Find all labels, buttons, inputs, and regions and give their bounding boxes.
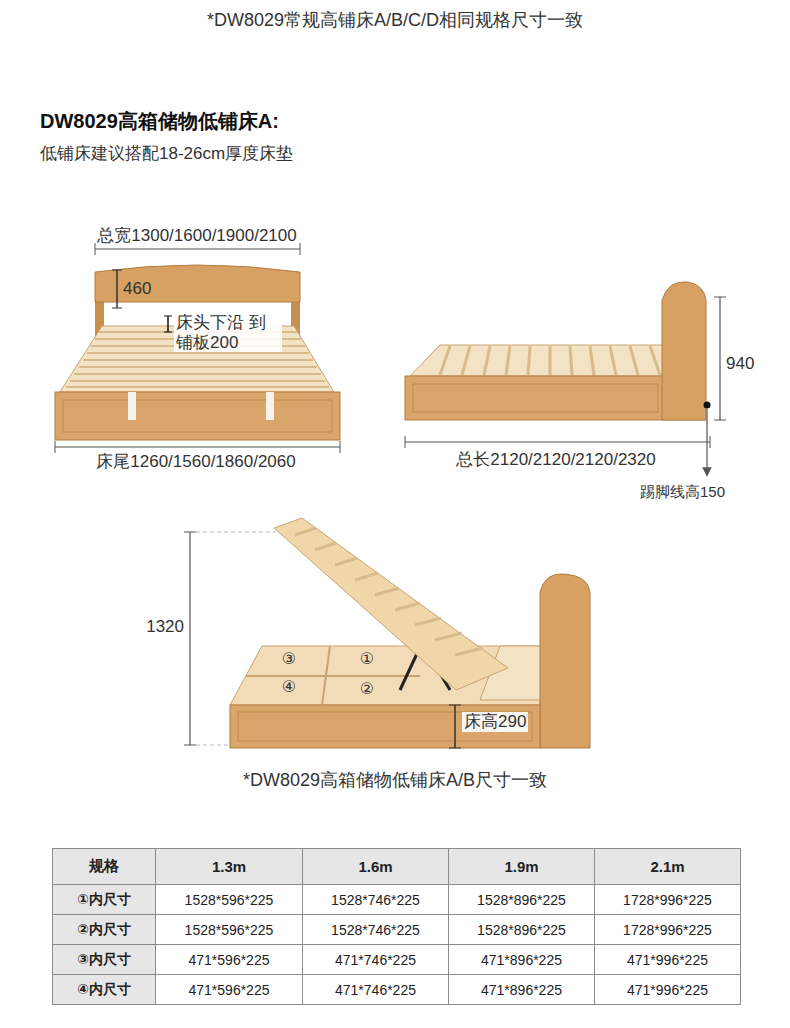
table-cell: 471*596*225: [155, 944, 303, 975]
table-value: ③内尺寸: [77, 951, 131, 969]
dimension: 床尾1260/1560/1860/2060: [96, 452, 295, 472]
table-value: ①内尺寸: [77, 891, 131, 909]
dimension: 床高290: [462, 712, 528, 732]
dimension-note: 床头下沿 到铺板200: [174, 313, 282, 352]
callout-number: ③: [280, 650, 298, 668]
table-value: 1528*896*225: [477, 892, 566, 908]
table-header: 规格: [89, 857, 119, 876]
table-cell: 1528*746*225: [302, 884, 449, 915]
table-header: 1.6m: [358, 858, 392, 875]
table-cell: 471*596*225: [155, 974, 303, 1005]
table-cell: 1728*996*225: [594, 914, 741, 945]
table-cell: 1528*896*225: [448, 884, 595, 915]
table-cell: ②内尺寸: [52, 914, 156, 945]
table-value: 471*746*225: [335, 952, 416, 968]
table-cell: 1528*596*225: [155, 884, 303, 915]
table-value: 471*596*225: [189, 952, 270, 968]
dimension: 460: [123, 279, 151, 299]
table-value: 1528*596*225: [185, 892, 274, 908]
dimension: 1320: [146, 617, 184, 637]
table-cell: 471*996*225: [594, 974, 741, 1005]
table-value: 471*996*225: [627, 982, 708, 998]
side-view: [405, 282, 726, 472]
table-value: 471*896*225: [481, 952, 562, 968]
table-value: 1728*996*225: [623, 922, 712, 938]
table-value: 471*996*225: [627, 952, 708, 968]
mattress-note: 低铺床建议搭配18-26cm厚度床垫: [40, 144, 293, 164]
table-cell: ③内尺寸: [52, 944, 156, 975]
table-value: 1728*996*225: [623, 892, 712, 908]
table-value: 471*596*225: [189, 982, 270, 998]
table-cell: 1528*746*225: [302, 914, 449, 945]
table-value: 471*746*225: [335, 982, 416, 998]
table-header: 1.9m: [504, 858, 538, 875]
storage-view: [184, 518, 590, 748]
table-value: 1528*596*225: [185, 922, 274, 938]
table-value: 1528*746*225: [331, 892, 420, 908]
width-dimension: 总宽1300/1600/1900/2100: [97, 226, 296, 246]
table-header: 1.3m: [212, 858, 246, 875]
table-cell: 471*896*225: [448, 944, 595, 975]
table-cell: 2.1m: [594, 848, 741, 885]
table-cell: 1.3m: [155, 848, 303, 885]
table-value: ④内尺寸: [77, 981, 131, 999]
table-cell: ④内尺寸: [52, 974, 156, 1005]
front-view: [55, 243, 340, 453]
table-cell: 471*896*225: [448, 974, 595, 1005]
table-cell: 471*996*225: [594, 944, 741, 975]
table-cell: 471*746*225: [302, 974, 449, 1005]
table-cell: 471*746*225: [302, 944, 449, 975]
dimension: 940: [726, 354, 754, 374]
table-value: ②内尺寸: [77, 921, 131, 939]
top-note: *DW8029常规高铺床A/B/C/D相同规格尺寸一致: [207, 10, 583, 31]
caption-note: *DW8029高箱储物低铺床A/B尺寸一致: [243, 770, 547, 791]
table-header: 2.1m: [650, 858, 684, 875]
table-cell: 规格: [52, 848, 156, 885]
table-value: 1528*746*225: [331, 922, 420, 938]
table-value: 471*896*225: [481, 982, 562, 998]
table-cell: 1.6m: [302, 848, 449, 885]
table-value: 1528*896*225: [477, 922, 566, 938]
table-cell: 1528*596*225: [155, 914, 303, 945]
heading: DW8029高箱储物低铺床A:: [40, 110, 279, 133]
table-cell: 1528*896*225: [448, 914, 595, 945]
callout-number: ②: [358, 680, 376, 698]
callout-number: ④: [280, 678, 298, 696]
table-cell: 1728*996*225: [594, 884, 741, 915]
table-cell: 1.9m: [448, 848, 595, 885]
dimension: 总长2120/2120/2120/2320: [456, 450, 655, 470]
table-cell: ①内尺寸: [52, 884, 156, 915]
callout-number: ①: [358, 650, 376, 668]
dimension-note: 踢脚线高150: [640, 483, 725, 500]
